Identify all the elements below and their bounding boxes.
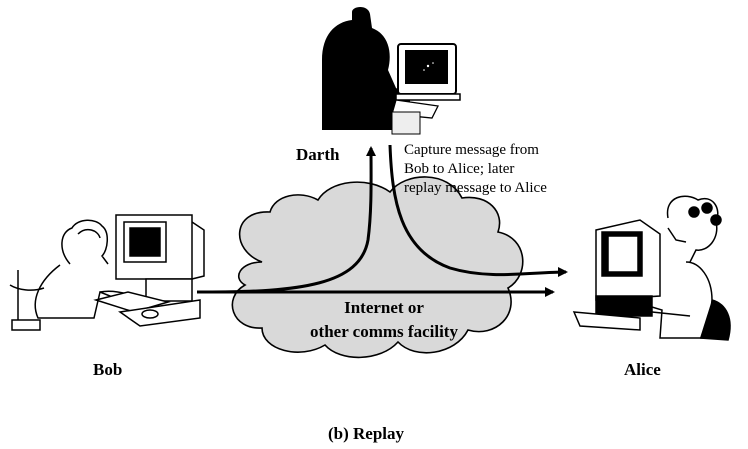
alice-label: Alice xyxy=(624,360,661,379)
cloud-label: Internet or other comms facility xyxy=(284,296,484,344)
cloud-label-line-2: other comms facility xyxy=(310,322,458,341)
bob-label: Bob xyxy=(93,360,123,379)
network-cloud-icon xyxy=(231,176,524,359)
replay-arrow xyxy=(388,144,568,278)
annotation-line-1: Capture message from xyxy=(404,142,539,158)
annotation-line-3: replay message to Alice xyxy=(404,180,547,196)
figure-caption: (b) Replay xyxy=(328,424,405,443)
bob-computer-icon xyxy=(9,214,205,331)
replay-annotation: Capture message from Bob to Alice; later… xyxy=(404,141,547,198)
darth-computer-icon xyxy=(322,7,461,135)
cloud-label-line-1: Internet or xyxy=(344,298,424,317)
capture-arrow xyxy=(204,146,377,294)
darth-label: Darth xyxy=(296,145,340,164)
annotation-line-2: Bob to Alice; later xyxy=(404,161,515,177)
alice-computer-icon xyxy=(572,195,731,341)
